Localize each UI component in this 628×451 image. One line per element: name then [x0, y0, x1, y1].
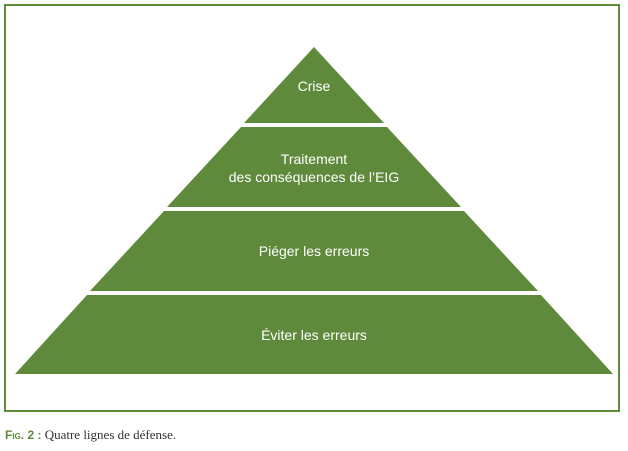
- pyramid-tier-pieger: [90, 211, 538, 291]
- pyramid-tier-eviter: [15, 295, 613, 374]
- tier-label-pieger: Piéger les erreurs: [164, 242, 464, 260]
- tier-label-traitement: Traitement des conséquences de l’EIG: [164, 150, 464, 186]
- caption-label: Fig. 2 :: [5, 428, 42, 442]
- figure-caption: Fig. 2 : Quatre lignes de défense.: [5, 427, 176, 443]
- pyramid-tier-crise: [244, 47, 384, 123]
- pyramid-tier-traitement: [167, 127, 461, 207]
- tier-label-line: Crise: [297, 78, 331, 94]
- tier-label-line: Éviter les erreurs: [261, 327, 367, 343]
- tier-label-crise: Crise: [214, 77, 414, 95]
- tier-label-line: des conséquences de l’EIG: [228, 169, 400, 185]
- caption-text: Quatre lignes de défense.: [41, 427, 177, 442]
- tier-label-line: Traitement: [280, 151, 348, 167]
- tier-label-line: Piéger les erreurs: [258, 243, 370, 259]
- tier-label-eviter: Éviter les erreurs: [164, 326, 464, 344]
